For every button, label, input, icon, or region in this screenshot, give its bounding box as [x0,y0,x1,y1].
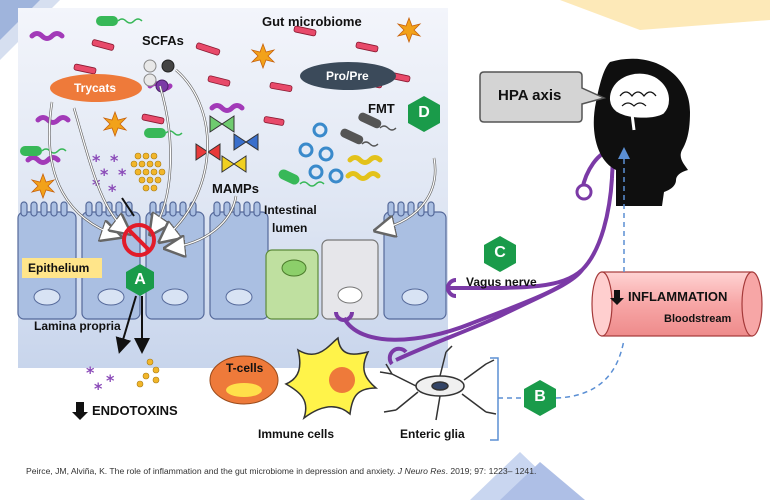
badge-b [524,380,556,416]
trycats-pill [50,74,142,102]
down-arrows [72,290,624,420]
pro-pre-pill [300,62,396,90]
trycats-label: Trycats [74,81,117,95]
enteric-glia-label: Enteric glia [400,427,465,441]
cells-bracket [490,357,499,441]
endotoxins-label: ENDOTOXINS [92,403,178,418]
macrophage-cell [284,336,379,421]
mamps-shapes [195,115,259,173]
enteric-glia-cell [379,345,497,421]
endotoxins-released: *** [86,358,160,398]
svg-text:*: * [100,165,109,184]
blocked-symbol [122,223,156,257]
epithelial-cell [383,211,447,320]
enteroendocrine-cell [265,249,319,320]
dashed-pathways [498,147,630,399]
mamps-label: MAMPs [212,181,259,196]
epithelium-label-bg [22,258,102,278]
scfas-label: SCFAs [142,33,184,48]
t-cell [209,355,279,405]
bloodstream-label: Bloodstream [664,313,732,325]
bloodstream-tube [591,271,763,337]
immune-cells-label: Immune cells [258,427,335,441]
black-arrows [115,197,150,354]
badge-c [484,236,516,272]
badge-d [408,96,440,132]
citation: Peirce, JM, Alviña, K. The role of infla… [26,466,536,476]
scfas-molecules [143,59,175,93]
citation-authors: Peirce, JM, Alviña, K. The role of infla… [26,466,398,476]
intestinal-lumen-label-2: lumen [272,221,308,235]
svg-text:*: * [94,379,103,398]
badge-b-letter: B [534,388,546,405]
epithelium-label: Epithelium [28,261,90,275]
vagus-nerve-label: Vagus nerve [466,275,537,289]
lamina-propria-label: Lamina propria [34,319,121,333]
svg-text:*: * [86,363,95,382]
svg-text:*: * [92,151,101,170]
endotoxin-particles-lumen: ****** [92,151,166,200]
vagus-terminal [575,183,593,201]
intestinal-lumen-label: Intestinal [264,203,317,217]
svg-text:*: * [110,151,119,170]
svg-text:*: * [118,165,127,184]
svg-text:*: * [106,371,115,390]
brain-head [593,58,690,207]
pro-pre-label: Pro/Pre [326,69,369,83]
t-cells-label: T-cells [226,361,264,375]
hpa-axis-label: HPA axis [498,87,562,104]
citation-journal: J Neuro Res [397,466,446,476]
hpa-axis-bubble [479,71,607,123]
microvilli [20,201,435,217]
citation-details: . 2019; 97: 1223– 1241. [445,466,537,476]
svg-text:*: * [108,181,117,200]
badge-c-letter: C [494,244,506,261]
badge-a-letter: A [134,271,146,288]
fmt-label: FMT [368,101,395,116]
goblet-cell [321,239,379,320]
badge-d-letter: D [418,104,430,121]
badge-a [126,264,154,296]
gut-microbiome-label: Gut microbiome [262,14,362,29]
inflammation-label: INFLAMMATION [628,289,728,304]
